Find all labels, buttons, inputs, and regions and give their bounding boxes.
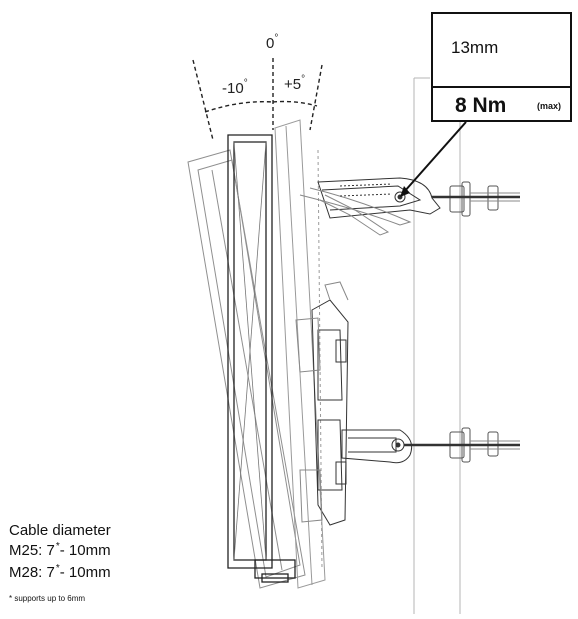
upper-arm xyxy=(299,177,441,236)
angle-neg-label: -10° xyxy=(222,78,248,97)
cable-diameter-title: Cable diameter xyxy=(9,522,111,539)
lower-arm xyxy=(341,429,413,464)
housing-main xyxy=(227,134,296,583)
torque-leader xyxy=(400,121,467,197)
cable-footnote: * supports up to 6mm xyxy=(9,594,86,603)
torque-box-divider xyxy=(433,86,570,88)
lower-anchor xyxy=(404,427,520,463)
wrench-size-label: 13mm xyxy=(451,38,499,57)
cable-m25-spec: M25: 7*- 10mm xyxy=(9,541,111,559)
torque-max-label: (max) xyxy=(537,101,562,111)
angle-zero-label: 0° xyxy=(266,33,279,52)
angle-guides xyxy=(192,58,323,141)
wall xyxy=(413,77,461,614)
angle-pos-label: +5° xyxy=(284,74,306,93)
torque-value: 8 Nm xyxy=(455,94,507,117)
upper-anchor xyxy=(432,181,520,217)
cable-m28-spec: M28: 7*- 10mm xyxy=(9,563,111,581)
torque-spec-box: 13mm 8 Nm (max) xyxy=(431,12,572,122)
lower-bracket xyxy=(295,281,349,526)
